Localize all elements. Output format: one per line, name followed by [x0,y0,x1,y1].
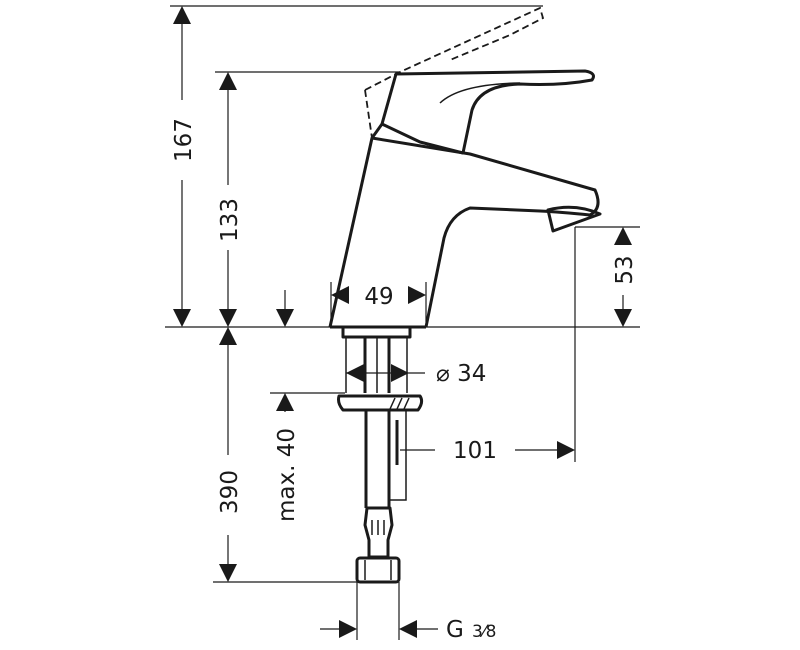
dimension-g-3-8: G 3⁄8 [320,617,496,643]
base-flange [341,325,412,339]
lever [380,69,595,155]
svg-text:53: 53 [612,255,638,284]
stud [388,409,407,501]
lever-raised-outline [364,6,545,91]
dimension-53: 53 [612,227,638,327]
dimension-max-40: max. 40 [274,290,300,522]
dimension-diameter-34: ⌀ 34 [346,361,486,387]
faucet-body [328,6,602,584]
dimension-49: 49 [330,282,427,322]
svg-text:167: 167 [171,118,197,162]
svg-text:101: 101 [453,438,497,464]
dimension-101: 101 [400,438,575,464]
svg-text:133: 133 [217,198,243,242]
svg-text:49: 49 [364,284,393,310]
svg-text:3⁄8: 3⁄8 [472,622,496,642]
dimension-133: 133 [217,72,243,327]
dimension-390: 390 [217,327,243,582]
svg-text:max. 40: max. 40 [274,428,300,522]
connection-nut [355,556,401,584]
fixing-nut [337,394,424,412]
dimension-167: 167 [171,6,197,327]
svg-text:⌀ 34: ⌀ 34 [436,361,486,387]
svg-text:G: G [446,617,464,643]
svg-text:390: 390 [217,470,243,514]
aerator [546,205,602,233]
